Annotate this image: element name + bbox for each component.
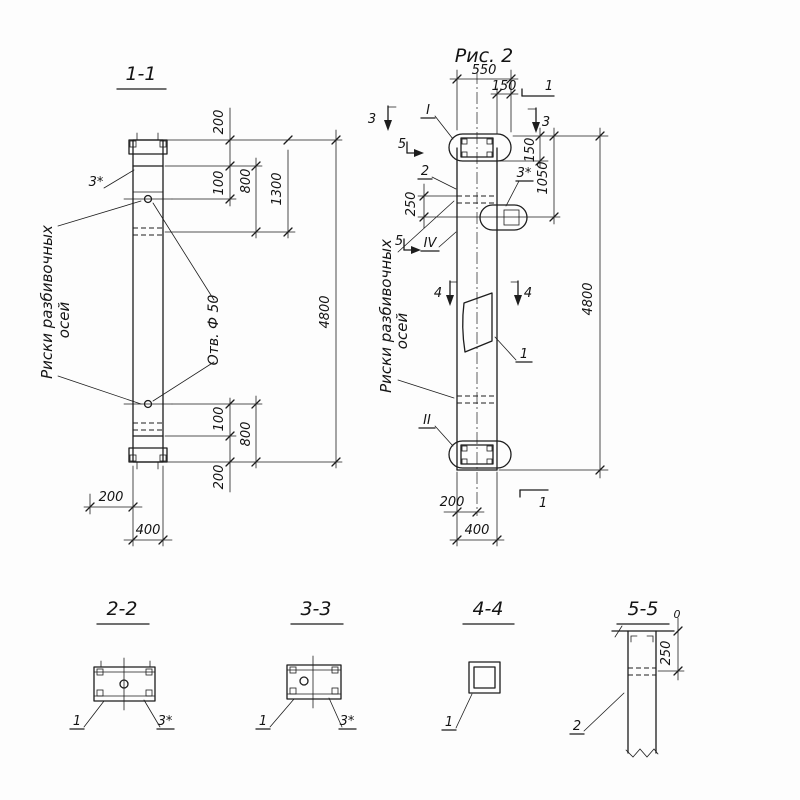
dim-main-250: 250	[404, 192, 419, 217]
view-1-1-title-text: 1-1	[125, 63, 156, 85]
dim-1-1-1300: 1300	[270, 172, 285, 205]
node-markers-main: I II IV	[418, 103, 457, 447]
callout-2-main: 2	[421, 164, 429, 179]
dim-main-550: 550	[472, 63, 497, 78]
cut-5-bottom-label: 5	[395, 234, 403, 249]
section-2-2: 2-2 1 3*	[69, 598, 175, 730]
dim-1-1-bot-100: 100	[212, 407, 227, 432]
dim-1-1-w400: 400	[136, 523, 161, 538]
column-1-1-outline	[123, 132, 173, 470]
dim-main-bot-200: 200	[440, 495, 465, 510]
callout-1-s44: 1	[445, 715, 453, 730]
callout-1-s33: 1	[259, 714, 267, 729]
callout-3-s22: 3*	[158, 714, 173, 729]
dim-main-150-top: 150	[492, 79, 517, 94]
node-IV-label: IV	[424, 236, 438, 251]
notes-1-1: Риски разбивочных осей Отв. Ф 50 3*	[38, 169, 222, 405]
section-5-5-title: 5-5	[627, 598, 658, 620]
callout-3-main: 3*	[517, 166, 532, 181]
callout-1-main: 1	[520, 347, 528, 362]
view-1-1: 1-1	[38, 63, 343, 547]
note-axis-marks-main-line1: Риски разбивочных	[377, 239, 395, 393]
main-view: Рис. 2 3	[368, 45, 609, 547]
dim-main-150-right: 150	[523, 138, 538, 163]
dim-1-1-top-100: 100	[212, 171, 227, 196]
figure-title: Рис. 2	[455, 45, 513, 67]
cut-marks-main: 3 3 5 5 4 4 1 1	[368, 79, 555, 511]
dim-1-1-top-800: 800	[239, 169, 254, 194]
dim-s55-0: 0	[674, 608, 681, 621]
dim-1-1-bot-800: 800	[239, 422, 254, 447]
cut-4-right-label: 4	[524, 286, 532, 301]
cut-3-left-label: 3	[368, 112, 376, 127]
dim-1-1-bot-200: 200	[212, 465, 227, 490]
node-II-label: II	[423, 413, 431, 428]
note-hole-1-1: Отв. Ф 50	[206, 295, 222, 366]
callout-1-s22: 1	[73, 714, 81, 729]
dim-main-bot-400: 400	[465, 523, 490, 538]
column-opening	[462, 292, 493, 353]
side-loop	[479, 204, 528, 231]
dims-1-1: 200 100 800 1300 4800 100 800 200 200 40…	[83, 107, 343, 547]
callout-2-s55: 2	[573, 719, 581, 734]
notes-main: Риски разбивочных осей	[377, 200, 455, 399]
section-4-4-title: 4-4	[472, 598, 503, 620]
dim-1-1-w200: 200	[99, 490, 124, 505]
note-axis-marks-1-1-line2: осей	[55, 302, 73, 339]
note-axis-marks-1-1-line1: Риски разбивочных	[38, 225, 56, 379]
callouts-main: 2 3* 1	[417, 164, 534, 363]
dim-1-1-4800: 4800	[318, 295, 333, 328]
dim-1-1-top-200: 200	[212, 110, 227, 135]
note-axis-marks-main-line2: осей	[393, 313, 411, 350]
cut-1-top-label: 1	[545, 79, 553, 94]
cut-5-top-label: 5	[398, 137, 406, 152]
view-1-1-title: 1-1	[116, 63, 167, 90]
dim-s55-250: 250	[659, 641, 674, 666]
section-2-2-title: 2-2	[106, 598, 137, 620]
callout-3-s33: 3*	[340, 714, 355, 729]
dim-main-4800: 4800	[581, 282, 596, 315]
dim-main-1050: 1050	[536, 161, 551, 194]
node-I-label: I	[426, 103, 430, 118]
column-main-outline	[448, 133, 528, 471]
cut-4-left-label: 4	[434, 286, 442, 301]
cut-1-bottom-label: 1	[539, 496, 547, 511]
dims-main: 550 150 150 1050 250 4800 200 400	[404, 63, 609, 547]
section-3-3: 3-3 1 3*	[255, 598, 357, 730]
callout-3-1-1: 3*	[89, 175, 104, 190]
cut-3-right-label: 3	[542, 115, 550, 130]
section-5-5: 5-5 250 0 2	[569, 598, 685, 758]
section-3-3-title: 3-3	[300, 598, 331, 620]
section-4-4: 4-4 1	[441, 598, 515, 731]
